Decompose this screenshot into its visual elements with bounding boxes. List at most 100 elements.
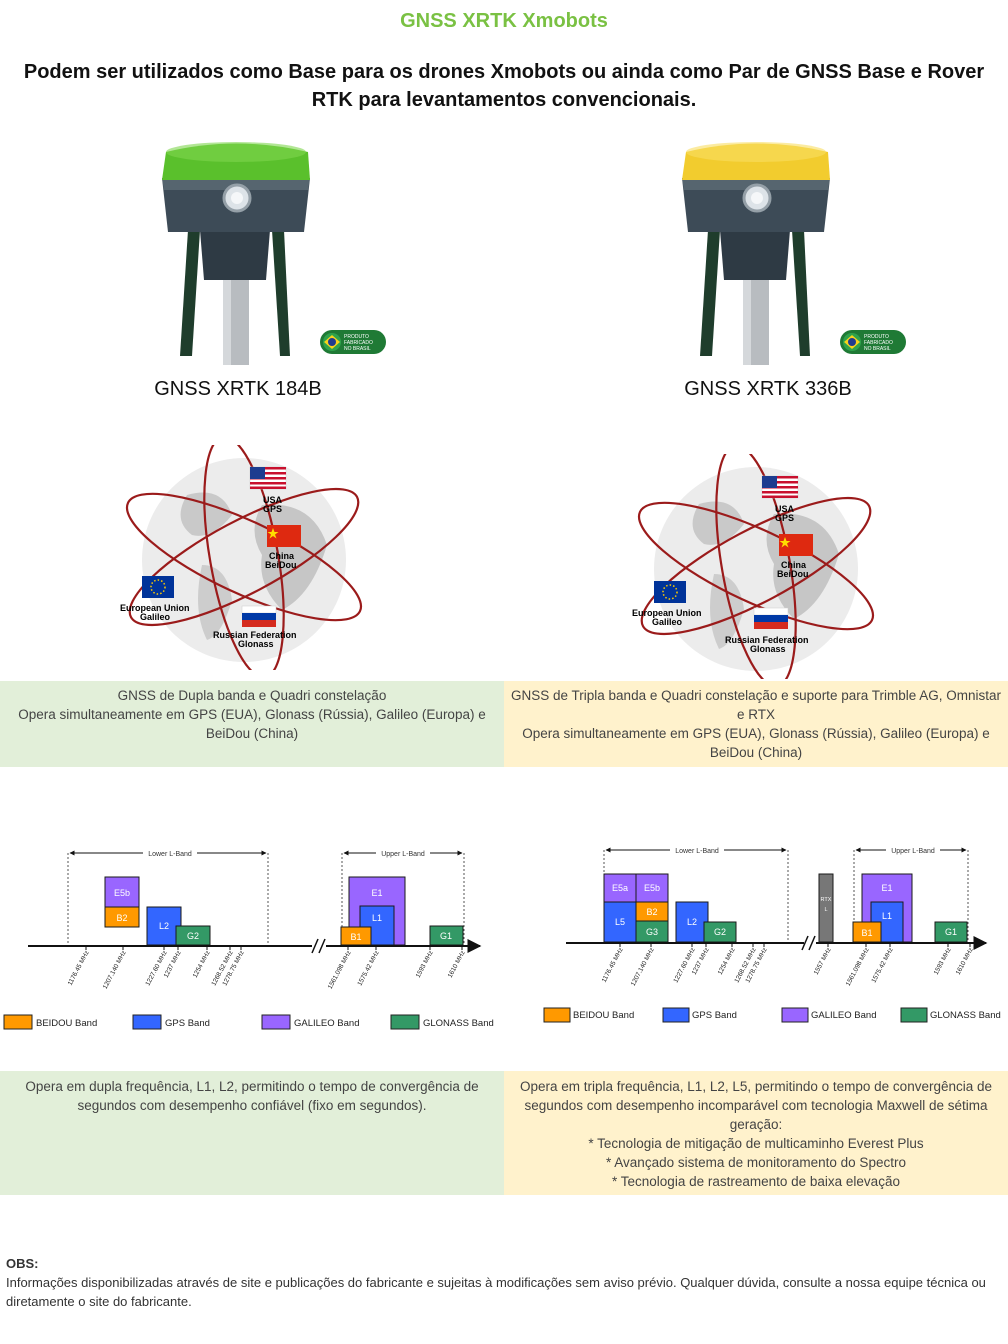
svg-text:FABRICADO: FABRICADO [344, 340, 373, 346]
model-name-184b: GNSS XRTK 184B [154, 378, 322, 400]
svg-text:European Union: European Union [632, 608, 702, 618]
freq-label: 1610 MHz [447, 950, 467, 979]
svg-text:PRODUTO: PRODUTO [864, 334, 889, 340]
svg-text:B2: B2 [646, 907, 657, 917]
lower-l-band-label: Lower L-Band [675, 848, 719, 855]
freq-label: 1176.45 MHz [67, 950, 91, 987]
freq-label: 1227.60 MHz [672, 947, 696, 984]
right-frequency-panel: Opera em tripla frequência, L1, L2, L5, … [504, 1071, 1008, 1195]
usa-flag-icon [761, 475, 799, 499]
svg-text:L2: L2 [687, 917, 697, 927]
freq-label: 1227.60 MHz [144, 950, 168, 987]
eu-flag-icon [142, 576, 174, 598]
svg-text:NO BRASIL: NO BRASIL [864, 346, 891, 352]
freq-label: 1561.098 MHz [327, 950, 353, 991]
svg-text:E5b: E5b [114, 888, 130, 898]
receiver-184b-image: PRODUTO FABRICADO NO BRASIL [162, 142, 386, 365]
svg-text:GLONASS Band: GLONASS Band [930, 1010, 1001, 1021]
left-band-chart: Lower L-Band Upper L-Band E5b B2 L2 G2 E… [28, 848, 482, 991]
freq-label: 1254 MHz [192, 950, 212, 979]
svg-text:B2: B2 [116, 913, 127, 923]
gps-l5-block [603, 901, 637, 943]
freq-label: 1207.140 MHz [630, 947, 656, 988]
beidou-legend-swatch [543, 1007, 571, 1023]
svg-text:L: L [824, 907, 827, 913]
upper-l-band-label: Upper L-Band [891, 848, 935, 855]
left-frequency-panel: Opera em dupla frequência, L1, L2, permi… [0, 1071, 504, 1195]
receiver-336b-image: PRODUTO FABRICADO NO BRASIL [682, 142, 906, 365]
svg-text:L1: L1 [372, 913, 382, 923]
svg-text:NO BRASIL: NO BRASIL [344, 346, 371, 352]
right-band-chart: Lower L-Band Upper L-Band E5a E5b L5 B2 … [566, 845, 988, 988]
svg-text:GALILEO Band: GALILEO Band [294, 1018, 359, 1029]
svg-text:L1: L1 [882, 911, 892, 921]
freq-label: 1610 MHz [955, 947, 975, 976]
gps-legend-swatch [132, 1014, 162, 1030]
glonass-legend-swatch [900, 1007, 928, 1023]
svg-text:E1: E1 [881, 883, 892, 893]
constellation-globe-right: USA GPS China BeiDou European Union Gali… [632, 454, 875, 679]
eu-flag-icon [654, 581, 686, 603]
svg-text:B1: B1 [861, 928, 872, 938]
obs-label: OBS [6, 1256, 35, 1271]
left-band-legend: BEIDOU Band GPS Band GALILEO Band GLONAS… [0, 1010, 504, 1034]
svg-text:China: China [781, 560, 807, 570]
galileo-e5a-block [603, 873, 637, 903]
right-constellation-panel: GNSS de Tripla banda e Quadri constelaçã… [504, 681, 1008, 767]
galileo-legend-swatch [781, 1007, 809, 1023]
freq-label: 1557 MHz [813, 947, 833, 976]
svg-text:GALILEO Band: GALILEO Band [811, 1010, 876, 1021]
freq-label: 1561.098 MHz [845, 947, 871, 988]
glonass-legend-swatch [390, 1014, 420, 1030]
lower-l-band-label: Lower L-Band [148, 851, 192, 858]
freq-label: 1254 MHz [717, 947, 737, 976]
svg-text:G2: G2 [187, 931, 199, 941]
galileo-e5b-block [635, 873, 669, 903]
svg-text:Glonass: Glonass [750, 644, 786, 654]
svg-text:Galileo: Galileo [652, 617, 683, 627]
upper-l-band-label: Upper L-Band [381, 851, 425, 858]
svg-text:GPS: GPS [263, 504, 282, 514]
svg-text:USA: USA [263, 495, 283, 505]
beidou-legend-swatch [3, 1014, 33, 1030]
svg-text:B1: B1 [350, 932, 361, 942]
svg-text:GPS Band: GPS Band [165, 1018, 210, 1029]
brazil-made-badge: PRODUTO FABRICADO NO BRASIL [320, 330, 386, 354]
svg-text:European Union: European Union [120, 603, 190, 613]
brazil-made-badge: PRODUTO FABRICADO NO BRASIL [840, 330, 906, 354]
svg-text:BeiDou: BeiDou [265, 560, 297, 570]
freq-label: 1575.42 MHz [870, 947, 894, 984]
svg-text:GLONASS Band: GLONASS Band [423, 1018, 494, 1029]
freq-label: 1593 MHz [415, 950, 435, 979]
russia-flag-icon [753, 607, 789, 629]
constellation-globe-left: USA GPS China BeiDou European Union Gali… [120, 445, 363, 670]
gps-legend-swatch [662, 1007, 690, 1023]
svg-text:G3: G3 [646, 927, 658, 937]
svg-text:G1: G1 [945, 927, 957, 937]
svg-text:G2: G2 [714, 927, 726, 937]
svg-text:L5: L5 [615, 917, 625, 927]
beidou-b2-block [104, 906, 140, 928]
svg-text:PRODUTO: PRODUTO [344, 334, 369, 340]
right-band-legend: BEIDOU Band GPS Band GALILEO Band GLONAS… [540, 1004, 1008, 1028]
obs-text: Informações disponibilizadas através de … [6, 1275, 986, 1309]
svg-text:BeiDou: BeiDou [777, 569, 809, 579]
freq-label: 1575.42 MHz [356, 950, 380, 987]
svg-text:Galileo: Galileo [140, 612, 171, 622]
freq-label: 1593 MHz [933, 947, 953, 976]
left-constellation-panel: GNSS de Dupla banda e Quadri constelação… [0, 681, 504, 767]
svg-text:China: China [269, 551, 295, 561]
svg-text:E5b: E5b [644, 883, 660, 893]
page-subtitle: Podem ser utilizados como Base para os d… [23, 61, 985, 111]
svg-text:Russian Federation: Russian Federation [725, 635, 809, 645]
svg-text:E5a: E5a [612, 883, 628, 893]
svg-text:GPS: GPS [775, 513, 794, 523]
svg-text:Glonass: Glonass [238, 639, 274, 649]
svg-text:E1: E1 [371, 888, 382, 898]
freq-label: 1176.45 MHz [601, 947, 625, 984]
galileo-legend-swatch [261, 1014, 291, 1030]
gps-l2-block [146, 906, 182, 946]
china-flag-icon [267, 525, 301, 547]
svg-text:BEIDOU Band: BEIDOU Band [573, 1010, 634, 1021]
usa-flag-icon [249, 466, 287, 490]
